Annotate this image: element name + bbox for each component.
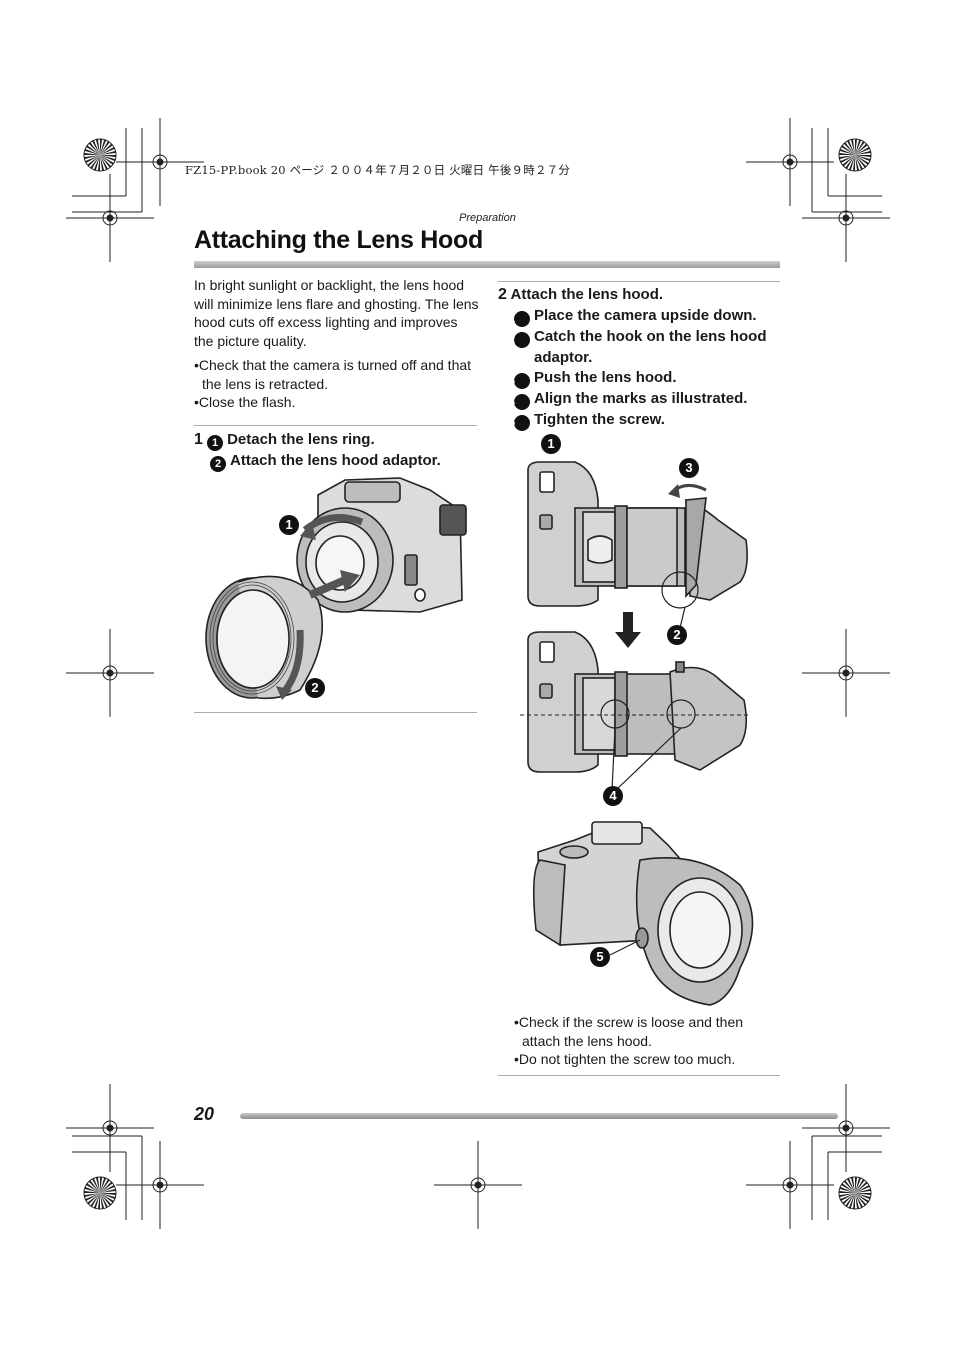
circled-number: 4: [509, 394, 530, 410]
callout: 1: [541, 434, 561, 454]
divider: [194, 425, 477, 426]
crosshair-mark: [434, 1141, 522, 1229]
circled-number: 3: [509, 373, 530, 389]
divider: [194, 712, 477, 713]
title-underline: [194, 261, 780, 268]
bullet-item: Check that the camera is turned off and …: [194, 356, 479, 393]
crosshair-mark: [746, 1141, 834, 1229]
step-text: Place the camera upside down.: [534, 306, 757, 324]
section-label: Preparation: [459, 212, 516, 224]
circled-number: 5: [509, 415, 530, 431]
step-text: Push the lens hood.: [534, 369, 677, 386]
crosshair-mark: [802, 174, 890, 262]
note-item: Check if the screw is loose and then att…: [514, 1013, 779, 1050]
callout: 2: [667, 625, 687, 645]
callout: 5: [590, 947, 610, 967]
crosshair-mark: [66, 174, 154, 262]
callout: 1: [279, 515, 299, 535]
step-text: Tighten the screw.: [534, 411, 665, 428]
crosshair-mark: [802, 1084, 890, 1172]
circled-number: 2: [210, 456, 226, 472]
divider: [498, 281, 780, 282]
divider: [498, 1075, 780, 1076]
callout: 2: [305, 678, 325, 698]
notes-list: Check if the screw is loose and then att…: [514, 1013, 779, 1069]
callout: 3: [679, 458, 699, 478]
page-title: Attaching the Lens Hood: [194, 226, 483, 254]
precaution-list: Check that the camera is turned off and …: [194, 356, 479, 412]
rosette-mark: [838, 1176, 872, 1210]
rosette-mark: [83, 1176, 117, 1210]
step-number: 1: [194, 431, 203, 448]
crosshair-mark: [746, 118, 834, 206]
crosshair-mark: [802, 629, 890, 717]
step-heading: Attach the lens hood.: [510, 286, 664, 303]
bullet-item: Close the flash.: [194, 393, 479, 412]
crosshair-mark: [66, 1084, 154, 1172]
footer-bar: [240, 1113, 838, 1119]
circled-number: 2: [509, 331, 530, 348]
intro-paragraph: In bright sunlight or backlight, the len…: [194, 277, 479, 349]
step-text: Detach the lens ring.: [227, 431, 375, 448]
page-number: 20: [194, 1104, 215, 1124]
callout: 4: [603, 786, 623, 806]
crosshair-mark: [116, 1141, 204, 1229]
crosshair-mark: [116, 118, 204, 206]
note-item: Do not tighten the screw too much.: [514, 1050, 779, 1069]
step-text: Attach the lens hood adaptor.: [230, 452, 441, 469]
step-text: Catch the hook on the lens hood adaptor.: [534, 327, 767, 366]
rosette-mark: [838, 138, 872, 172]
file-header: FZ15-PP.book 20 ページ ２００４年７月２０日 火曜日 午後９時２…: [185, 163, 571, 177]
step-number: 2: [498, 286, 507, 303]
crosshair-mark: [66, 629, 154, 717]
rosette-mark: [83, 138, 117, 172]
circled-number: 1: [207, 435, 224, 451]
step-text: Align the marks as illustrated.: [534, 390, 748, 407]
circled-number: 1: [509, 310, 530, 327]
